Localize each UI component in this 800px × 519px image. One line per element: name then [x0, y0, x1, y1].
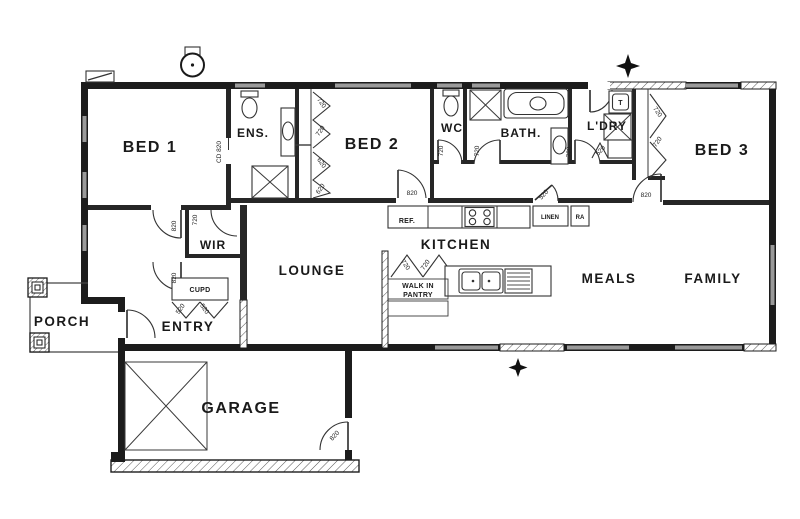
- door-size-label: 820: [171, 272, 178, 283]
- door-size-label: 720: [399, 259, 411, 272]
- door-size-label: 820: [641, 192, 652, 199]
- door-size-label: 720: [315, 124, 327, 137]
- trough-label: T: [618, 100, 623, 107]
- room-label-family: FAMILY: [684, 271, 741, 286]
- door-size-label: 520: [538, 188, 551, 201]
- room-label-porch: PORCH: [34, 314, 90, 329]
- door-size-label: CD 820: [216, 141, 223, 163]
- return-air-box: [570, 205, 590, 227]
- laundry-cupboard: [607, 139, 633, 159]
- garage-cross-box: [124, 361, 208, 451]
- door-size-label: 820: [407, 190, 418, 197]
- room-label-ldry: L'DRY: [587, 119, 627, 133]
- return-air-label: RA: [576, 215, 585, 221]
- porch-outline: [29, 282, 118, 353]
- door-size-label: 620: [315, 182, 327, 195]
- door-size-label: 720: [652, 135, 664, 148]
- room-labels: BED 1 ENS. BED 2 WC BATH. L'DRY BED 3 WI…: [34, 119, 750, 417]
- ens-toilet-icon: [240, 90, 259, 119]
- room-label-lounge: LOUNGE: [279, 263, 346, 278]
- ens-basin-icon: [280, 107, 296, 157]
- door-size-label: 720: [420, 258, 432, 271]
- doors: [126, 82, 662, 451]
- door-size-label: 820: [329, 429, 342, 442]
- door-size-label: 720: [566, 146, 573, 157]
- room-label-wc: WC: [441, 121, 463, 135]
- hot-water-unit-icon: [180, 46, 205, 78]
- room-label-wir: WIR: [200, 238, 226, 252]
- room-label-kitchen: KITCHEN: [421, 237, 492, 252]
- door-size-label: 720: [192, 214, 199, 225]
- door-size-label: 820: [171, 220, 178, 231]
- door-size-label: 620: [315, 157, 327, 170]
- door-size-label: 520: [198, 303, 210, 316]
- windows: [82, 83, 775, 350]
- room-label-bed3: BED 3: [695, 142, 750, 159]
- laundry-trough-icon: [608, 90, 633, 114]
- dishwasher-icon: [504, 268, 533, 294]
- exterior-walls: [81, 81, 777, 473]
- room-label-garage: GARAGE: [201, 400, 280, 417]
- south-point-icon: [508, 358, 528, 377]
- meter-box-icon: [85, 70, 115, 83]
- door-size-label: 520: [595, 144, 608, 157]
- room-label-bed2: BED 2: [345, 136, 400, 153]
- north-point-icon: [616, 54, 640, 78]
- cupboard-label: CUPD: [189, 287, 210, 294]
- room-label-ens: ENS.: [237, 126, 269, 140]
- kitchen-island: [444, 265, 552, 297]
- bathtub-icon: [503, 88, 569, 119]
- fixtures: [124, 88, 633, 451]
- porch-post: [27, 277, 48, 298]
- room-label-meals: MEALS: [582, 271, 637, 286]
- porch-post: [29, 332, 50, 353]
- room-label-entry: ENTRY: [162, 319, 215, 334]
- room-label-bed1: BED 1: [123, 139, 178, 156]
- ens-shower-icon: [251, 165, 289, 199]
- bath-shower-icon: [469, 89, 502, 121]
- door-size-label: 720: [474, 145, 481, 156]
- cooktop-icon: [464, 206, 495, 228]
- interior-walls: [88, 89, 769, 300]
- sink-icon: [458, 268, 504, 294]
- pantry-label-line1: WALK IN: [402, 283, 434, 290]
- washer-space-icon: [603, 113, 632, 141]
- door-size-label: 720: [438, 145, 445, 156]
- kitchen-bench: [387, 205, 531, 229]
- bath-basin-icon: [550, 127, 569, 165]
- entry-cupboard: [171, 277, 229, 301]
- fridge-label: REF.: [399, 218, 415, 225]
- linen-label: LINEN: [541, 215, 559, 221]
- pantry-label-line2: PANTRY: [403, 292, 433, 299]
- pantry-shelf: [387, 278, 449, 317]
- door-size-label: 720: [315, 97, 327, 110]
- fixture-labels: REF. LINEN RA T CUPD WALK IN PANTRY: [189, 100, 623, 299]
- door-size-label: 720: [651, 106, 663, 119]
- site-symbols: [27, 46, 640, 377]
- linen-cupboard: [532, 205, 569, 227]
- door-size-label: 520: [175, 302, 187, 315]
- room-label-bath: BATH.: [501, 126, 542, 140]
- wc-toilet-icon: [442, 89, 460, 117]
